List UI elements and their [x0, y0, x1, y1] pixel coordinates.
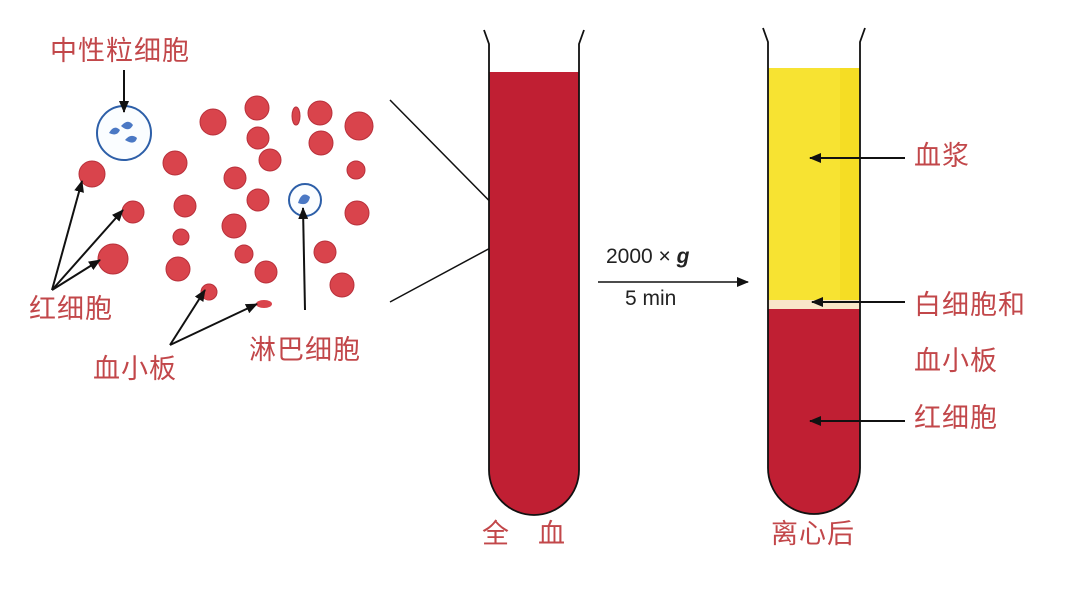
buffy-coat-label-line1: 白细胞和: [914, 290, 1026, 321]
rbc-label-left: 红细胞: [29, 294, 113, 325]
platelet: [256, 300, 272, 308]
red-blood-cell: [121, 200, 145, 224]
lymphocyte-cell: [288, 183, 322, 217]
red-blood-cell: [246, 188, 270, 212]
red-blood-cell: [173, 194, 197, 218]
lymphocyte-label: 淋巴细胞: [249, 335, 361, 366]
red-blood-cell: [258, 148, 282, 172]
red-blood-cell: [307, 100, 333, 126]
red-blood-cell: [244, 95, 270, 121]
after-centrifuge-label: 离心后: [771, 519, 855, 550]
red-blood-cell: [162, 150, 188, 176]
whole-blood-fill: [489, 72, 579, 515]
centrifuged-tube: [762, 27, 866, 515]
lymphocyte-arrow: [298, 207, 309, 311]
rbc-arrow-2: [51, 209, 124, 291]
plasma-gradient-edge: [840, 68, 860, 300]
red-blood-cell: [165, 256, 191, 282]
red-blood-cell: [97, 243, 129, 275]
plasma-label: 血浆: [914, 141, 970, 172]
centrifuge-time: 5 min: [625, 287, 677, 310]
layer-pointer-arrows: [809, 153, 905, 426]
red-blood-cell: [313, 240, 337, 264]
centrifuge-force: 2000 × g: [606, 246, 690, 267]
red-blood-cell: [329, 272, 355, 298]
red-blood-cell: [344, 200, 370, 226]
buffy-coat-label-line2: 血小板: [914, 346, 998, 377]
neutrophil-label: 中性粒细胞: [50, 36, 190, 67]
tube-glass-left: [483, 29, 585, 516]
whole-blood-label: 全 血: [482, 519, 566, 550]
whole-blood-tube: [483, 29, 585, 516]
red-blood-cell: [291, 106, 301, 126]
platelet-label-left: 血小板: [93, 354, 177, 385]
red-blood-cell: [78, 160, 106, 188]
red-blood-cell: [254, 260, 278, 284]
platelet: [204, 294, 212, 300]
rbc-arrow-3: [51, 259, 101, 291]
rbc-label-right: 红细胞: [914, 403, 998, 434]
platelets: [204, 294, 272, 308]
platelet-arrow-1: [169, 289, 206, 346]
red-cell-layer: [768, 309, 860, 514]
centrifuge-force-unit: g: [676, 245, 690, 268]
red-blood-cell: [172, 228, 190, 246]
platelet-arrow-2: [169, 303, 258, 346]
smear-pointer-arrows: [51, 70, 309, 346]
centrifuge-force-value: 2000 ×: [606, 245, 671, 268]
red-blood-cell: [199, 108, 227, 136]
red-blood-cell: [234, 244, 254, 264]
red-blood-cell: [308, 130, 334, 156]
red-blood-cell: [346, 160, 366, 180]
tube-glass-right: [762, 27, 866, 515]
rbc-arrow-1: [51, 180, 84, 291]
red-blood-cell: [344, 111, 374, 141]
red-blood-cell: [221, 213, 247, 239]
red-blood-cell: [223, 166, 247, 190]
red-blood-cell: [246, 126, 270, 150]
neutrophil-cell: [96, 105, 152, 161]
